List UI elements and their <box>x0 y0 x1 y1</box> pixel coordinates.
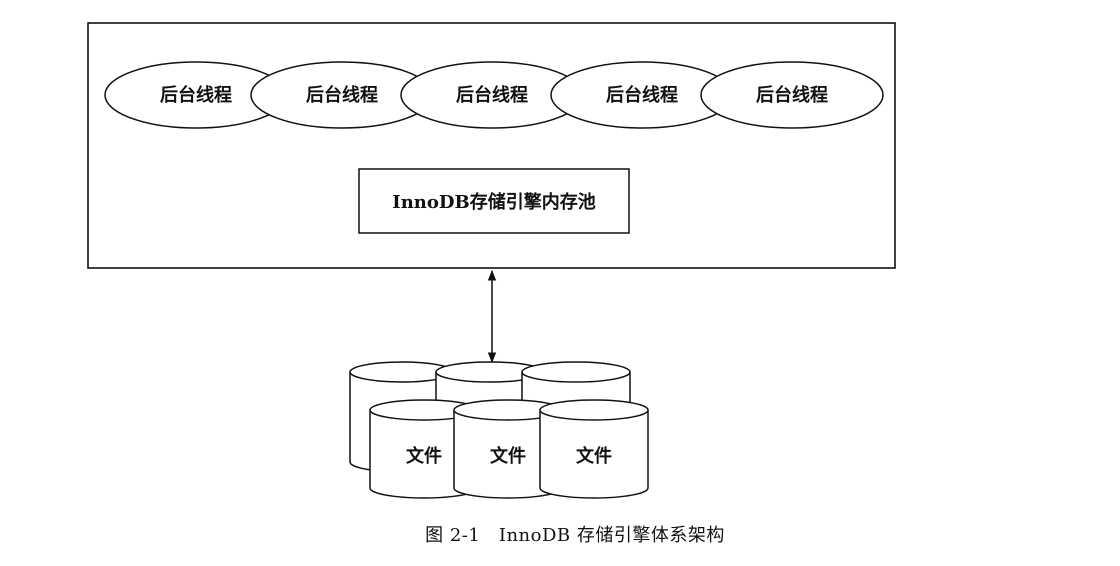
file-cylinder: 文件 <box>369 399 479 499</box>
file-cylinder: 文件 <box>453 399 563 499</box>
file-label: 文件 <box>490 445 526 467</box>
background-thread: 后台线程 <box>700 61 884 129</box>
memory-pool-box <box>358 168 630 234</box>
cylinder-top <box>521 361 631 383</box>
memory-pool-label: InnoDB存储引擎内存池 <box>392 191 595 213</box>
background-thread-ellipse <box>700 61 884 129</box>
background-thread: 后台线程 <box>104 61 288 129</box>
file-label: 文件 <box>576 445 612 467</box>
background-threads-group: 后台线程 后台线程 后台线程 后台线程 后台线程 <box>104 61 884 129</box>
background-thread-label: 后台线程 <box>456 84 528 106</box>
files-front-row: 文件 文件 文件 <box>369 399 649 499</box>
figure-caption: 图 2-1 InnoDB 存储引擎体系架构 <box>425 525 725 546</box>
background-thread-label: 后台线程 <box>160 84 232 106</box>
cylinder-top <box>539 399 649 421</box>
background-thread-label: 后台线程 <box>606 84 678 106</box>
memory-pool: InnoDB存储引擎内存池 <box>358 168 630 234</box>
file-label: 文件 <box>406 445 442 467</box>
cylinder-body <box>539 410 649 499</box>
background-thread-label: 后台线程 <box>306 84 378 106</box>
file-cylinder: 文件 <box>539 399 649 499</box>
background-thread-label: 后台线程 <box>756 84 828 106</box>
background-thread: 后台线程 <box>550 61 734 129</box>
background-thread: 后台线程 <box>400 61 584 129</box>
